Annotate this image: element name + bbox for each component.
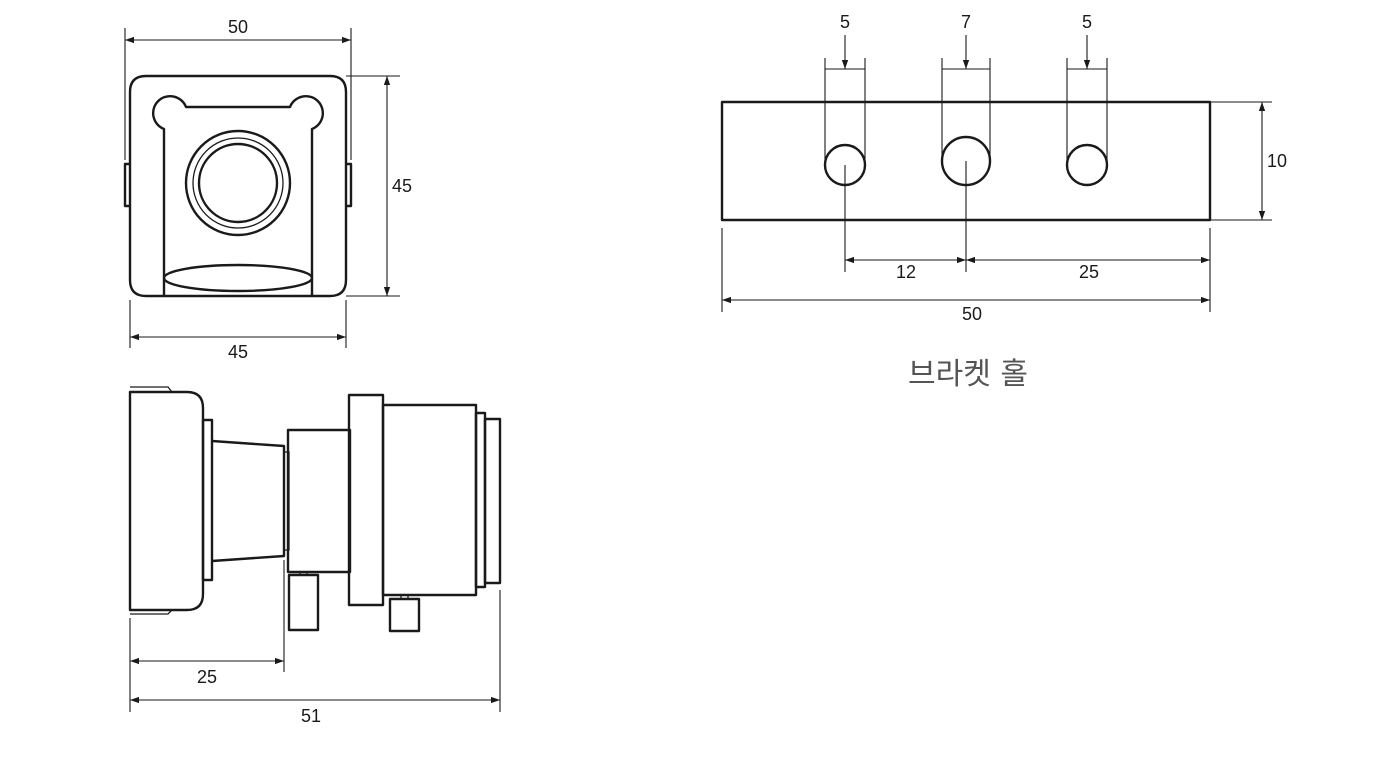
- dim-bracket-pitch: 12: [896, 262, 916, 282]
- side-dimensions: 25 51: [129, 560, 501, 726]
- bracket-hole-right: [1065, 143, 1109, 187]
- dim-front-width-top: 50: [228, 17, 248, 37]
- bracket-dimensions: 5 7 5 10 12 25 50: [721, 12, 1287, 324]
- side-plate: [201, 418, 214, 582]
- side-view: [128, 386, 502, 633]
- front-right-tab: [346, 162, 353, 208]
- side-housing-lip: [130, 386, 173, 615]
- side-tapered-neck: [211, 439, 286, 563]
- dim-bracket-center-edge: 25: [1079, 262, 1099, 282]
- front-view: [123, 74, 353, 298]
- front-housing-outline: [128, 74, 348, 298]
- dim-side-depth: 25: [197, 667, 217, 687]
- side-knob-right: [388, 597, 421, 633]
- dim-hole-center-dia: 7: [961, 12, 971, 32]
- side-housing: [128, 390, 205, 612]
- side-rear-barrel: [381, 403, 478, 597]
- front-dimensions: 50 45 45: [124, 17, 412, 362]
- side-rear-ring-2: [483, 417, 502, 585]
- side-rear-ring-1: [474, 411, 487, 589]
- front-left-tab: [123, 162, 130, 208]
- dim-bracket-height: 10: [1267, 151, 1287, 171]
- dim-hole-right-dia: 5: [1082, 12, 1092, 32]
- side-flange: [347, 393, 385, 607]
- side-lens-body: [286, 428, 352, 574]
- lens-inner-ring: [197, 142, 279, 224]
- dim-bracket-total: 50: [962, 304, 982, 324]
- front-bottom-ellipse: [162, 263, 314, 293]
- dim-front-width-bottom: 45: [228, 342, 248, 362]
- lens-middle-ring: [192, 137, 284, 229]
- dim-front-height: 45: [392, 176, 412, 196]
- dim-hole-left-dia: 5: [840, 12, 850, 32]
- bracket-caption: 브라켓 홀: [908, 357, 1028, 392]
- dim-side-total: 51: [301, 706, 321, 726]
- lens-outer-ring: [184, 129, 292, 237]
- front-bracket-face: [151, 94, 325, 296]
- side-knob-left: [287, 573, 320, 632]
